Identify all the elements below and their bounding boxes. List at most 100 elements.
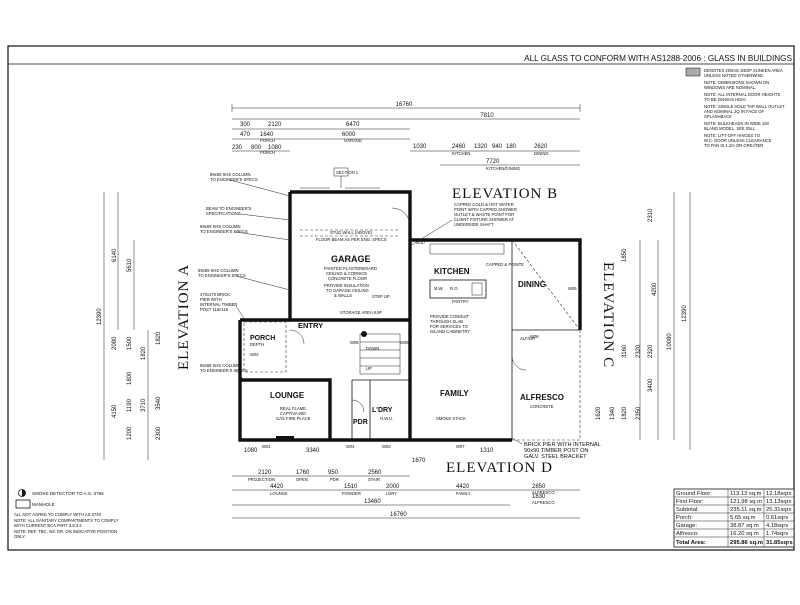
legend-note: WITH CURRENT BCA PART 3.8.3.3 (14, 523, 82, 528)
legend-note: NOTE: BULKHEADS IN WIDE 150 (704, 121, 770, 126)
right-dimension-chain: 12390 2310 1850 4200 10080 3160 2320 232… (596, 192, 691, 450)
area-row-label: Garage: (676, 523, 697, 529)
legend-note: ONLY. (14, 534, 26, 539)
dim: 4420 (456, 484, 470, 490)
dim-label: KITCHEN/DINING (486, 166, 520, 171)
area-row-squares: 25.31sqrs (766, 507, 792, 513)
dim: 1500 (127, 336, 133, 350)
dim: 2300 (156, 426, 162, 440)
room-note: CONCRETE (530, 404, 554, 409)
room-note: UNDERSIDE SHAFT (454, 222, 494, 227)
room-note: GAS FIRE PLACE (276, 416, 311, 421)
dim: 1760 (296, 470, 310, 476)
dim: 180 (506, 144, 517, 150)
room-note: OUTLET & WASTE POINT FOR (454, 212, 514, 217)
window-tag: W02 (250, 352, 259, 357)
column-note: TO ENGINEER'S SPECS (200, 229, 248, 234)
dim: 950 (328, 470, 339, 476)
window-tag: W05 (568, 286, 577, 291)
room-note: REAL FLAME (280, 406, 306, 411)
area-row-squares: 1.74sqrs (766, 531, 788, 537)
room-note: CAPTIVA 600 (280, 411, 306, 416)
legend-note: SPLASHBACK (704, 114, 732, 119)
kitchen-island (429, 279, 487, 299)
brick-note: POST 115x115 (200, 307, 229, 312)
dim: 300 (240, 122, 251, 128)
dim: 800 (251, 145, 262, 151)
legend-note: TO PAN IS 1.2m OR GREATER (704, 143, 763, 148)
legend-note: UNLESS NOTED OTHERWISE. (704, 73, 764, 78)
dim: 1510 (344, 484, 358, 490)
top-dimension-chain: 16760 7810 300 2120 6470 470 1640 6000 P… (231, 102, 581, 171)
area-row-squares: 12.18sqrs (766, 491, 792, 497)
dim: 7720 (486, 159, 500, 165)
section-markers: SECTION 1 (333, 167, 367, 337)
room-note: SMOKE STACK (436, 416, 466, 421)
dim: 2120 (268, 122, 282, 128)
brick-note: INTERNAL TIMBER (200, 302, 237, 307)
dim-label: OPEN (296, 477, 308, 482)
dim: 13460 (364, 499, 381, 505)
bottom-legend: SMOKE DETECTOR TO A.S. 3786 MANHOLE ALL … (14, 489, 119, 539)
column-note: 89x89 SHS COLUMN (210, 172, 251, 177)
room-note: STUD WALL (ABOVE) (330, 230, 373, 235)
glass-standard-note: ALL GLASS TO CONFORM WITH AS1288-2006 : … (524, 54, 792, 63)
area-row-label: Alfresco: (676, 531, 699, 537)
area-row-m2: 5.65 sq.m (730, 515, 756, 521)
dim-label: PDR (330, 477, 339, 482)
dim-right-top: 7810 (480, 113, 494, 119)
dim-label: FAMILY (456, 491, 471, 496)
dim: 6140 (112, 248, 118, 262)
beam-note: SPECIFICATIONS (206, 211, 241, 216)
lounge-wall (238, 320, 352, 442)
dim: 2560 (368, 470, 382, 476)
dim: 1310 (480, 448, 494, 454)
room-ldry: L'DRY (372, 407, 393, 414)
room-labels: GARAGE PAINTED PLASTERBOARD CEILING & CO… (250, 230, 564, 426)
left-annotations: 89x89 SHS COLUMN TO ENGINEER'S SPECS BEA… (198, 172, 291, 381)
dim: 4150 (112, 404, 118, 418)
window-tags: W02 W04 W03 W07 W06 W05 W08 W09 W10 W01 (250, 240, 577, 449)
area-row-m2: 121.98 sq.m (730, 499, 762, 505)
dim: 470 (240, 132, 251, 138)
legend-note: NOTE: REF. TBC, WC DR. ON INDICATIVE POS… (14, 529, 117, 534)
dim: 2000 (386, 484, 400, 490)
hwu-label: H.W.U. (380, 416, 393, 421)
elevation-d-label: ELEVATION D (446, 460, 553, 476)
porch-outline (243, 321, 287, 373)
door-swing (289, 329, 305, 345)
dim: 1200 (127, 426, 133, 440)
legend-notes: DENOTES 200mm DEEP SUNKEN AREA UNLESS NO… (685, 67, 785, 148)
area-row-label: Total Area: (676, 540, 706, 546)
elevation-a-label: ELEVATION A (176, 264, 192, 370)
window-tag: W08 (350, 340, 359, 345)
garage-wall (290, 190, 412, 320)
room-pdr: PDR (353, 419, 368, 426)
window-tag: W09 (400, 340, 409, 345)
brick-pier-note-line: GALV. STEEL BRACKET (524, 454, 587, 460)
dim: 1620 (596, 406, 602, 420)
dim: 230 (232, 145, 243, 151)
dim: 2080 (112, 336, 118, 350)
area-row-label: Porch: (676, 515, 693, 521)
dim: 1340 (610, 406, 616, 420)
legend-note: BLAND MODEL. SEE 05LL (704, 126, 756, 131)
room-note: CONCRETE FLOOR (328, 276, 367, 281)
dim: 2320 (636, 344, 642, 358)
room-note: TO GARAGE CEILING (326, 288, 369, 293)
stair-up: UP (366, 366, 372, 371)
legend-smoke-detector: SMOKE DETECTOR TO A.S. 3786 (32, 491, 104, 496)
legend-note: NOTE: ALL INTERNAL DOOR HEIGHTS (704, 92, 780, 97)
room-note: ALF/DR (520, 336, 535, 341)
room-note: CAPPED COLD & HOT WATER (454, 202, 514, 207)
legend-note: AND NOMINAL 2Q IN FACE OF (704, 109, 765, 114)
room-note: STORAGE AREA 8.9F (340, 310, 382, 315)
legend-manhole: MANHOLE (32, 502, 55, 507)
room-note: & WALLS (334, 293, 352, 298)
room-note: FOR SERVICES TO (430, 324, 469, 329)
dim-label: LOUNGE (270, 491, 288, 496)
room-entry: ENTRY (298, 321, 323, 330)
column-note: TO ENGINEER'S SPECS (210, 177, 258, 182)
capped-water-note: CAPPED COLD & HOT WATER POINT WITH CAPPE… (409, 202, 517, 247)
window-tag: W06 (530, 334, 539, 339)
